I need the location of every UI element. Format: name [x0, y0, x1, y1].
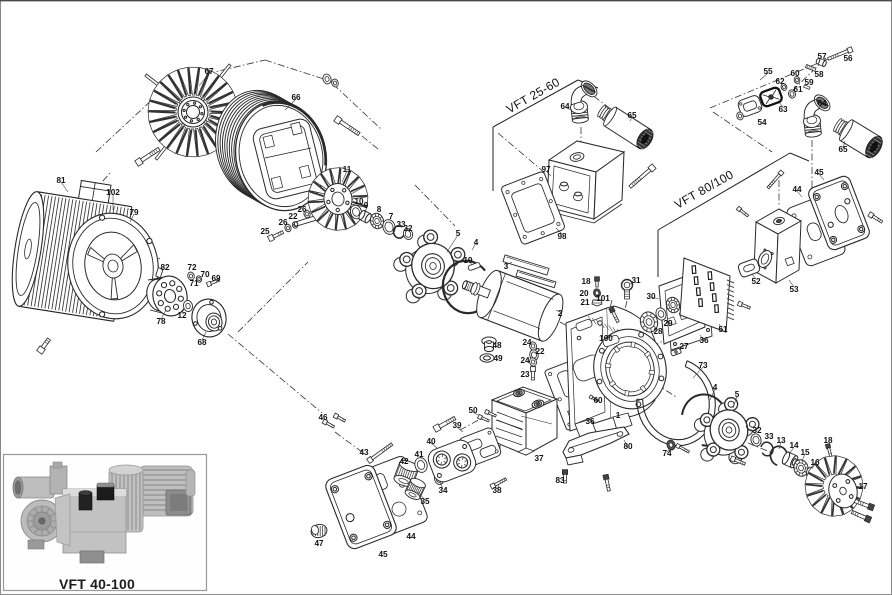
- svg-text:82: 82: [160, 263, 170, 272]
- svg-text:12: 12: [177, 311, 187, 320]
- svg-text:30: 30: [646, 292, 656, 301]
- svg-text:67: 67: [204, 67, 214, 76]
- svg-text:27: 27: [679, 342, 689, 351]
- svg-text:65: 65: [627, 111, 637, 120]
- svg-text:5: 5: [456, 229, 461, 238]
- svg-text:43: 43: [359, 448, 369, 457]
- svg-text:37: 37: [534, 454, 544, 463]
- svg-text:36: 36: [699, 336, 709, 345]
- svg-text:64: 64: [560, 102, 570, 111]
- svg-text:49: 49: [493, 354, 503, 363]
- svg-text:48: 48: [492, 341, 502, 350]
- svg-text:14: 14: [789, 441, 799, 450]
- svg-text:11: 11: [343, 165, 352, 174]
- svg-text:62: 62: [775, 77, 785, 86]
- svg-text:15: 15: [800, 448, 810, 457]
- svg-text:4: 4: [474, 238, 479, 247]
- svg-text:31: 31: [631, 276, 641, 285]
- svg-text:42: 42: [399, 457, 409, 466]
- svg-text:1: 1: [616, 411, 621, 420]
- svg-text:29: 29: [663, 319, 673, 328]
- svg-text:28: 28: [653, 327, 663, 336]
- svg-text:81: 81: [56, 176, 66, 185]
- svg-text:52: 52: [751, 277, 761, 286]
- svg-text:102: 102: [106, 188, 120, 197]
- svg-text:72: 72: [187, 263, 197, 272]
- svg-text:18: 18: [581, 277, 591, 286]
- svg-text:7: 7: [389, 212, 394, 221]
- svg-text:83: 83: [555, 476, 565, 485]
- svg-text:53: 53: [789, 285, 799, 294]
- svg-text:79: 79: [129, 208, 139, 217]
- svg-text:8: 8: [377, 205, 382, 214]
- svg-text:60: 60: [593, 396, 603, 405]
- svg-text:4: 4: [713, 383, 718, 392]
- svg-text:74: 74: [662, 449, 672, 458]
- svg-text:100: 100: [599, 334, 613, 343]
- svg-text:32: 32: [752, 426, 762, 435]
- svg-text:33: 33: [764, 432, 774, 441]
- svg-text:97: 97: [541, 165, 551, 174]
- svg-text:39: 39: [452, 421, 462, 430]
- svg-text:21: 21: [580, 298, 590, 307]
- svg-text:65: 65: [838, 145, 848, 154]
- svg-text:56: 56: [843, 54, 853, 63]
- svg-text:66: 66: [291, 93, 301, 102]
- svg-text:44: 44: [792, 185, 802, 194]
- svg-text:35: 35: [420, 497, 430, 506]
- svg-text:47: 47: [314, 539, 324, 548]
- svg-text:45: 45: [814, 168, 824, 177]
- svg-text:13: 13: [776, 436, 786, 445]
- svg-text:59: 59: [804, 78, 814, 87]
- svg-text:26: 26: [297, 205, 307, 214]
- svg-text:38: 38: [492, 486, 502, 495]
- svg-text:23: 23: [520, 370, 530, 379]
- svg-text:60: 60: [790, 69, 800, 78]
- svg-text:51: 51: [718, 325, 728, 334]
- svg-text:50: 50: [468, 406, 478, 415]
- svg-text:73: 73: [698, 361, 708, 370]
- svg-text:44: 44: [406, 532, 416, 541]
- svg-text:32: 32: [403, 224, 413, 233]
- svg-text:45: 45: [378, 550, 388, 559]
- svg-text:101: 101: [596, 294, 610, 303]
- svg-text:71: 71: [189, 279, 199, 288]
- svg-text:70: 70: [200, 270, 210, 279]
- svg-text:17: 17: [858, 482, 868, 491]
- svg-text:22: 22: [535, 347, 545, 356]
- svg-text:3: 3: [504, 262, 509, 271]
- svg-text:10: 10: [354, 197, 364, 206]
- svg-text:80: 80: [623, 442, 633, 451]
- svg-text:78: 78: [156, 317, 166, 326]
- svg-text:41: 41: [414, 450, 424, 459]
- svg-text:26: 26: [278, 218, 288, 227]
- svg-text:36: 36: [585, 417, 595, 426]
- svg-text:98: 98: [557, 232, 567, 241]
- svg-text:40: 40: [426, 437, 436, 446]
- svg-text:24: 24: [520, 356, 530, 365]
- svg-text:69: 69: [211, 274, 221, 283]
- svg-text:18: 18: [823, 436, 833, 445]
- svg-text:22: 22: [288, 212, 298, 221]
- svg-text:34: 34: [438, 486, 448, 495]
- svg-text:57: 57: [817, 52, 827, 61]
- svg-text:61: 61: [793, 85, 803, 94]
- svg-text:25: 25: [260, 227, 270, 236]
- svg-text:33: 33: [396, 220, 406, 229]
- svg-text:24: 24: [522, 338, 532, 347]
- svg-text:16: 16: [810, 458, 820, 467]
- svg-text:63: 63: [778, 105, 788, 114]
- svg-text:19: 19: [463, 256, 473, 265]
- svg-text:5: 5: [735, 390, 740, 399]
- svg-text:54: 54: [757, 118, 767, 127]
- svg-text:2: 2: [558, 309, 563, 318]
- svg-text:68: 68: [197, 338, 207, 347]
- svg-text:9: 9: [364, 201, 369, 210]
- svg-text:58: 58: [814, 70, 824, 79]
- svg-text:VFT 40-100: VFT 40-100: [59, 576, 135, 592]
- svg-text:46: 46: [318, 413, 328, 422]
- svg-text:55: 55: [763, 67, 773, 76]
- svg-text:20: 20: [579, 289, 589, 298]
- svg-text:64: 64: [817, 99, 827, 108]
